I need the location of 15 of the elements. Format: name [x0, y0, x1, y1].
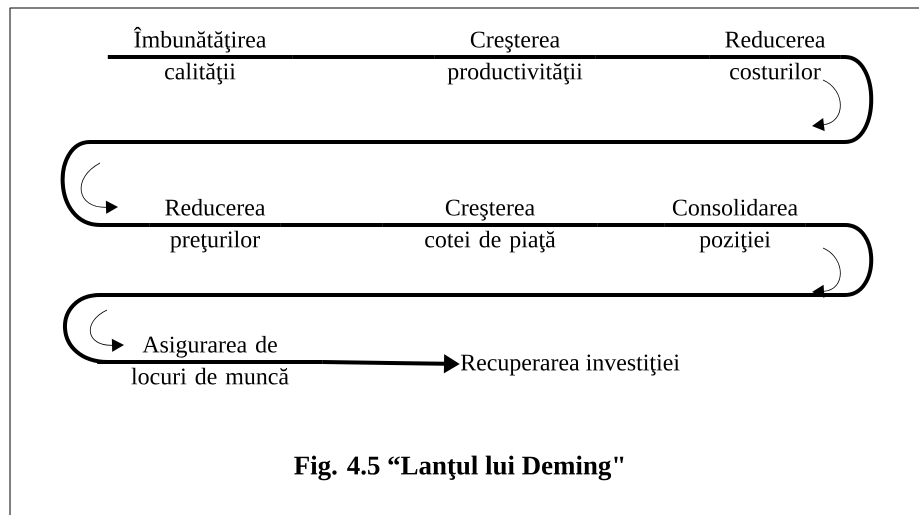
- chain-line: [63, 223, 873, 364]
- chain-step: Recuperarea investiţiei: [460, 354, 680, 376]
- figure-title: Fig. 4.5 “Lanţul lui Deming": [294, 456, 624, 480]
- chain-line: [292, 55, 435, 59]
- chain-line: [280, 223, 382, 227]
- chain-step: Reducerea costurilor: [710, 30, 840, 80]
- chain-line: [60, 55, 873, 227]
- chain-line: [598, 223, 665, 227]
- chain-step: Creşterea productivităţii: [434, 32, 596, 84]
- chain-step: Creşterea cotei de piaţă: [382, 200, 598, 252]
- chain-step: Consolidarea poziţiei: [664, 198, 806, 252]
- chain-step: Îmbunătăţirea calităţii: [108, 26, 292, 84]
- chain-step: Asigurarea de locuri de muncă: [97, 336, 323, 385]
- chain-step: Reducerea preţurilor: [150, 198, 280, 252]
- chain-line: [595, 55, 710, 59]
